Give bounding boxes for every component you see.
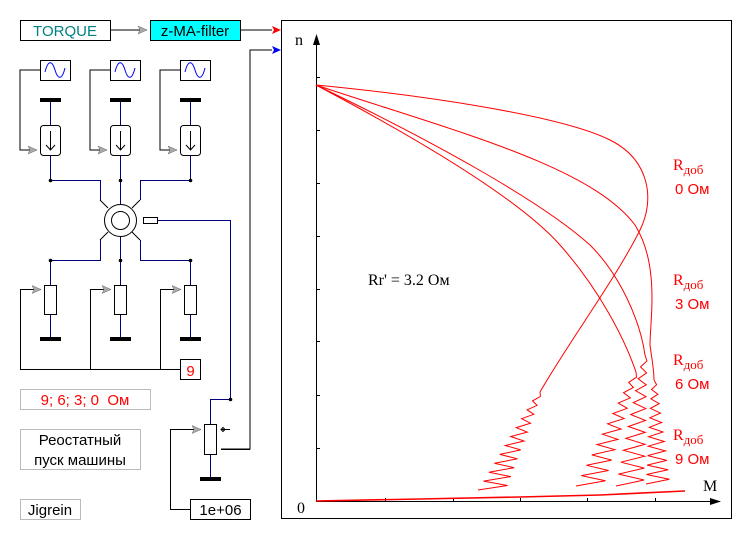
resistance-value: 9 (186, 363, 194, 380)
legend-entry: Rдоб 3 Ом (673, 272, 710, 313)
svg-text:9; 6; 3; 0 Ом: 9; 6; 3; 0 Ом (41, 392, 130, 409)
resistance-value-block[interactable]: 9 (180, 359, 201, 381)
svg-text:3 Ом: 3 Ом (675, 296, 710, 313)
torque-block[interactable]: TORQUE (20, 20, 111, 41)
speed-torque-curve-2 (315, 84, 648, 487)
svg-text:9 Ом: 9 Ом (675, 451, 710, 468)
title-label: Реостатный пуск машины (20, 429, 141, 470)
svg-text:Jigrein: Jigrein (28, 502, 72, 519)
x-axis-arrow-icon (710, 498, 721, 505)
legend-entry: Rдоб 9 Ом (673, 427, 710, 468)
svg-text:6 Ом: 6 Ом (675, 376, 710, 393)
filter-block[interactable]: z-MA-filter (150, 20, 241, 41)
svg-text:Rдоб: Rдоб (673, 272, 704, 292)
legend-entry: Rдоб 0 Ом (673, 157, 710, 198)
origin-label: 0 (297, 500, 305, 517)
current-source-icon (115, 131, 126, 151)
svg-text:пуск машины: пуск машины (34, 452, 126, 469)
startup-transient-line (315, 490, 686, 502)
phase-source-b[interactable] (89, 60, 141, 181)
svg-text:Rдоб: Rдоб (673, 157, 704, 177)
legend-entry: Rдоб 6 Ом (673, 352, 710, 393)
induction-motor[interactable] (99, 199, 158, 241)
y-axis-arrow-icon (313, 34, 320, 45)
sine-icon (44, 62, 66, 78)
x-axis-label: M (703, 478, 717, 495)
author-label: Jigrein (20, 499, 81, 520)
speed-torque-curve-1 (315, 84, 670, 485)
speed-torque-curve-0 (315, 84, 649, 491)
rotor-resistors[interactable] (20, 286, 201, 370)
svg-text:Rдоб: Rдоб (673, 427, 704, 447)
current-source-icon (45, 131, 56, 151)
speed-torque-curve-3 (315, 84, 638, 487)
speed-sensor (143, 217, 158, 224)
potentiometer[interactable] (170, 424, 251, 510)
y-axis-label: n (295, 32, 303, 49)
svg-text:Rдоб: Rдоб (673, 352, 704, 372)
sine-icon (114, 62, 136, 78)
filter-label: z-MA-filter (161, 23, 229, 40)
wiper-icon (220, 426, 230, 433)
gain-value: 1e+06 (199, 502, 241, 519)
red-input-arrow-icon (272, 26, 281, 34)
blue-input-arrow-icon (272, 46, 281, 54)
svg-text:Реостатный: Реостатный (39, 432, 122, 449)
gain-block[interactable]: 1e+06 (190, 499, 251, 520)
rotor-resistance-annotation: Rr' = 3.2 Ом (368, 272, 450, 289)
current-source-icon (185, 131, 196, 151)
phase-source-a[interactable] (19, 60, 71, 181)
resistance-list-label: 9; 6; 3; 0 Ом (20, 389, 151, 410)
svg-text:0 Ом: 0 Ом (675, 181, 710, 198)
phase-source-c[interactable] (159, 60, 211, 181)
sine-icon (184, 62, 206, 78)
torque-label: TORQUE (33, 23, 97, 40)
plot-panel[interactable]: n M 0 Rr' = 3.2 Ом Rдоб 0 Ом Rдоб 3 Ом Rдоб 6… (281, 20, 732, 519)
